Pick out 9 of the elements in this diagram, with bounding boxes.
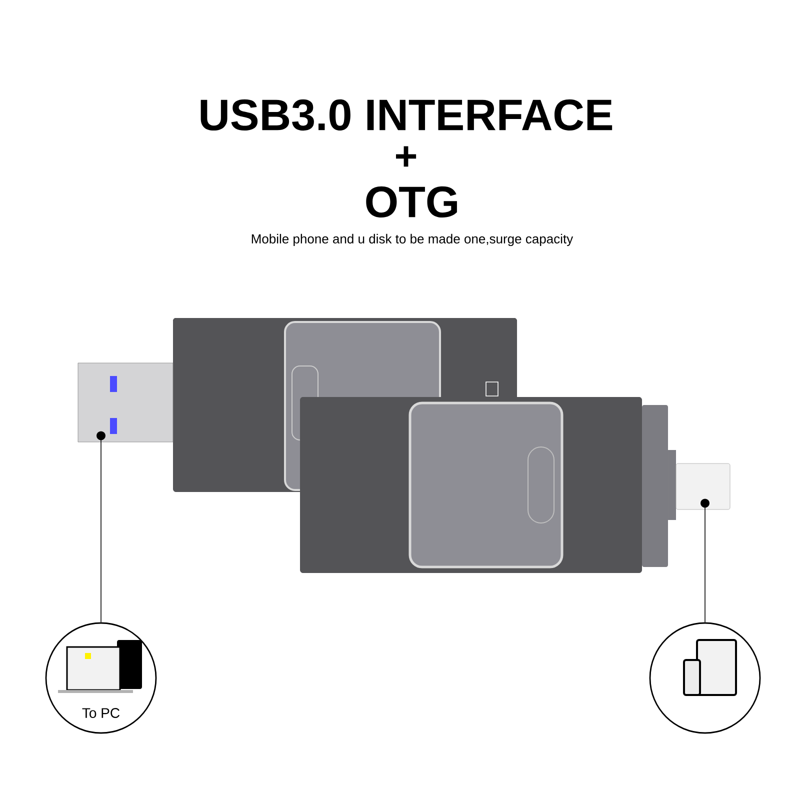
- heading: USB3.0 INTERFACE: [200, 99, 612, 131]
- plus-sign: +: [396, 146, 416, 167]
- device-circle: [649, 622, 761, 734]
- leader-line: [700, 498, 710, 623]
- heading: OTG: [366, 186, 457, 218]
- lightning-plug: [676, 463, 730, 510]
- subtitle: Mobile phone and u disk to be made one,surge capacity: [252, 234, 574, 246]
- leader-line: [96, 431, 106, 623]
- usb-plug: [78, 362, 174, 442]
